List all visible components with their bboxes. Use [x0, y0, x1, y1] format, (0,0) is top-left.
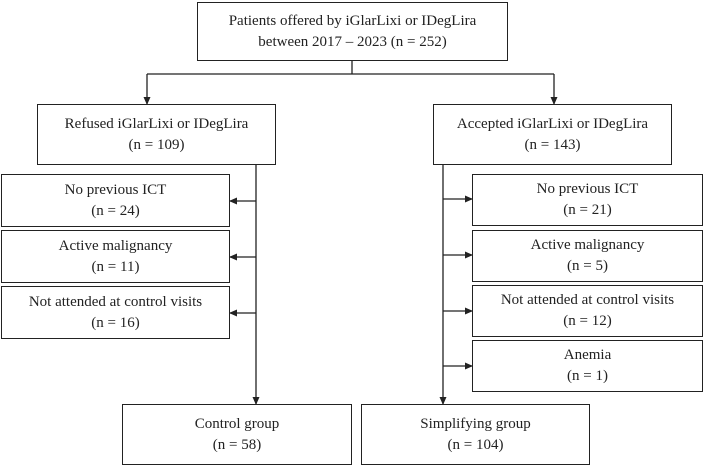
box-line-2: (n = 104): [447, 436, 504, 453]
box-line-2: between 2017 – 2023 (n = 252): [258, 33, 447, 50]
box-accepted: Accepted iGlarLixi or IDegLira (n = 143): [433, 104, 672, 165]
box-line-1: Control group: [194, 415, 280, 432]
box-line-1: Refused iGlarLixi or IDegLira: [64, 115, 249, 132]
box-line-2: (n = 24): [91, 202, 140, 219]
box-line-1: Simplifying group: [420, 415, 531, 432]
box-line-2: (n = 12): [563, 313, 612, 329]
box-line-1: Active malignancy: [530, 237, 645, 253]
box-line-1: Not attended at control visits: [500, 292, 675, 308]
box-simplifying-group: Simplifying group (n = 104): [361, 404, 590, 465]
box-control-group: Control group (n = 58): [122, 404, 352, 465]
box-right-exclusion-3: Not attended at control visits (n = 12): [472, 285, 703, 337]
box-line-2: (n = 5): [567, 258, 608, 274]
box-right-exclusion-4: Anemia (n = 1): [472, 340, 703, 392]
box-line-1: Anemia: [563, 347, 612, 363]
box-left-exclusion-2: Active malignancy (n = 11): [1, 230, 230, 283]
box-line-1: Accepted iGlarLixi or IDegLira: [456, 115, 649, 132]
box-offered-patients: Patients offered by iGlarLixi or IDegLir…: [197, 2, 508, 61]
box-line-1: No previous ICT: [536, 181, 639, 197]
box-line-2: (n = 21): [563, 202, 612, 218]
box-left-exclusion-3: Not attended at control visits (n = 16): [1, 286, 230, 339]
box-left-exclusion-1: No previous ICT (n = 24): [1, 174, 230, 227]
box-right-exclusion-2: Active malignancy (n = 5): [472, 230, 703, 282]
box-line-1: No previous ICT: [64, 181, 167, 198]
box-line-2: (n = 11): [91, 258, 140, 275]
box-line-2: (n = 58): [212, 436, 262, 453]
box-refused: Refused iGlarLixi or IDegLira (n = 109): [37, 104, 276, 165]
box-line-1: Patients offered by iGlarLixi or IDegLir…: [228, 12, 477, 29]
box-line-2: (n = 16): [91, 314, 140, 331]
box-line-2: (n = 143): [524, 136, 581, 153]
box-line-2: (n = 1): [567, 368, 608, 384]
box-line-1: Active malignancy: [58, 237, 173, 254]
box-right-exclusion-1: No previous ICT (n = 21): [472, 174, 703, 226]
box-line-2: (n = 109): [128, 136, 185, 153]
box-line-1: Not attended at control visits: [28, 293, 203, 310]
